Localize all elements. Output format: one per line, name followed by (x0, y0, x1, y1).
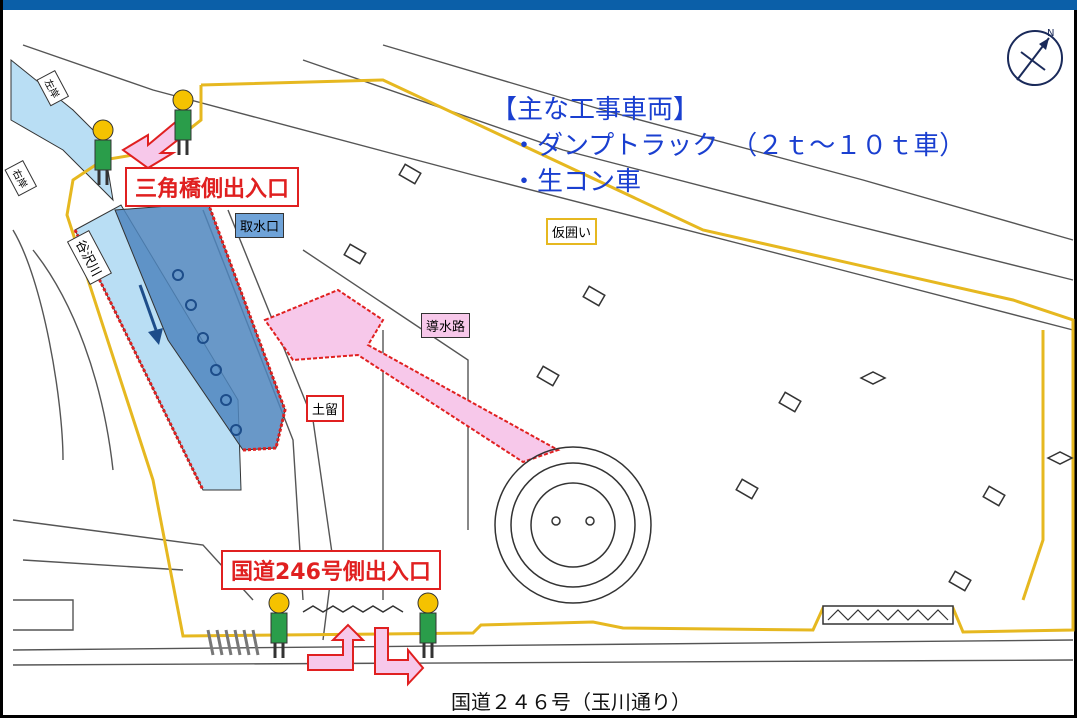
diamond-markers (859, 371, 1074, 465)
drain-markers (343, 163, 1006, 592)
label-retaining: 土留 (306, 395, 345, 422)
north-compass-icon: N (1007, 28, 1063, 86)
entrance-arrow-in (307, 623, 366, 671)
entrance-arrow-out (374, 627, 425, 687)
guard-figure-2 (172, 89, 194, 155)
label-entrance-top: 三角橋側出入口 (125, 167, 300, 207)
work-area-edge (206, 202, 287, 452)
guard-figure-4 (417, 592, 439, 658)
road-name: 国道２４６号（玉川通り） (451, 690, 691, 714)
east-barrier-zigzag (827, 609, 949, 621)
river-upstream (10, 58, 114, 202)
crosswalk (206, 629, 260, 656)
river-retaining-edge (73, 229, 205, 491)
vehicle-notes: 【主な工事車両】 ・ダンプトラック （２ｔ～１０ｔ車） ・生コン車 (491, 92, 965, 200)
temporary-fence-line (65, 78, 1075, 638)
label-temp-fence: 仮囲い (546, 218, 598, 245)
title-bar (3, 0, 1077, 10)
notes-item-dump-truck: ・ダンプトラック （２ｔ～１０ｔ車） (511, 131, 966, 161)
east-barrier (822, 605, 954, 625)
notes-title: 【主な工事車両】 (491, 95, 700, 125)
notes-item-concrete-truck: ・生コン車 (511, 167, 642, 197)
flow-arrow (138, 284, 158, 331)
work-area-piles (172, 269, 242, 436)
guard-figure-3 (268, 592, 290, 658)
label-intake: 取水口 (235, 213, 285, 238)
label-entrance-bottom: 国道246号側出入口 (221, 550, 441, 590)
flow-arrowhead (148, 328, 163, 345)
svg-text:N: N (1047, 28, 1054, 39)
bottom-barrier (302, 605, 404, 613)
roundabout (494, 446, 652, 604)
site-map: N (10, 28, 1075, 687)
guard-figure-1 (92, 119, 114, 185)
fence-east (1021, 330, 1045, 601)
water-channel (263, 288, 561, 464)
label-channel: 導水路 (421, 313, 471, 338)
